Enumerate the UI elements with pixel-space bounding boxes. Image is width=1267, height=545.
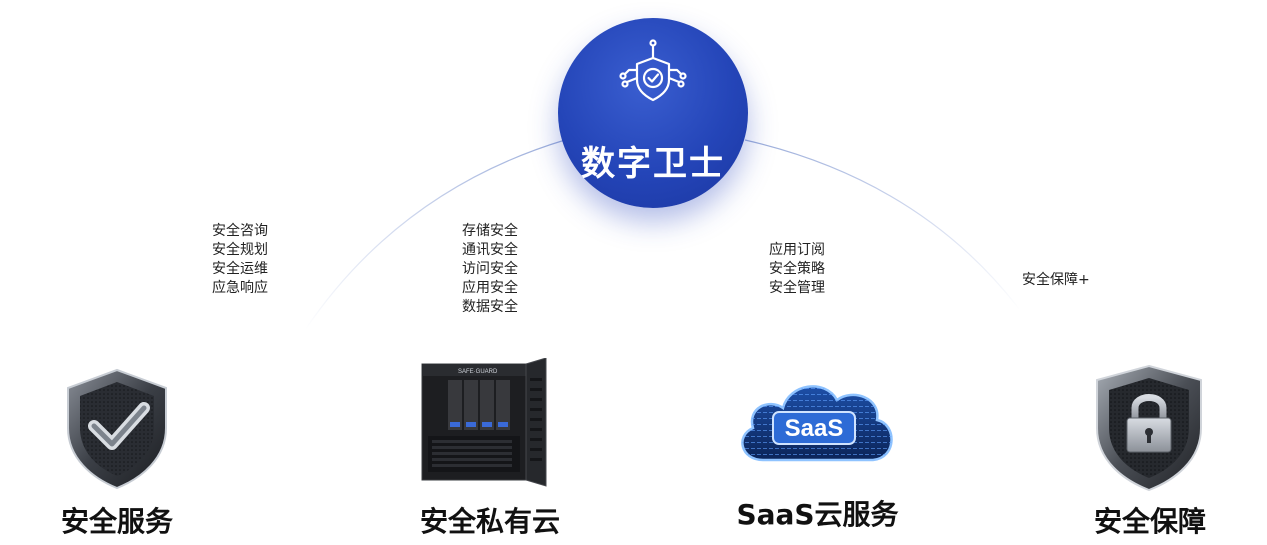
saas-items: 应用订阅 安全策略 安全管理: [757, 241, 837, 298]
product-title-security-service: 安全服务: [60, 505, 173, 538]
shield-checkmark-icon: [67, 368, 167, 490]
list-item: 安全咨询: [212, 223, 268, 239]
hub-title: 数字卫士: [581, 144, 725, 184]
private-cloud-items: 存储安全 通讯安全 访问安全 应用安全 数据安全: [450, 222, 530, 317]
list-item: 安全保障+: [1022, 272, 1090, 288]
list-item: 存储安全: [462, 223, 518, 239]
list-item: 安全规划: [212, 242, 268, 258]
list-item: 安全管理: [769, 280, 825, 296]
hub-emblem: 数字卫士: [558, 18, 748, 208]
product-title-assurance: 安全保障: [1093, 505, 1206, 538]
service-items: 安全咨询 安全规划 安全运维 应急响应: [200, 222, 280, 298]
list-item: 安全运维: [212, 261, 268, 277]
server-label: SAFE·GUARD: [458, 369, 498, 375]
list-item: 应急响应: [212, 280, 268, 296]
product-title-saas: SaaS云服务: [736, 498, 899, 531]
list-item: 访问安全: [462, 261, 518, 277]
cloud-label: SaaS: [785, 415, 844, 442]
list-item: 安全策略: [769, 261, 825, 277]
assurance-items: 安全保障+: [1022, 271, 1112, 290]
right-arc: [744, 139, 1021, 311]
product-title-private-cloud: 安全私有云: [419, 505, 560, 538]
server-chassis-icon: SAFE·GUARD: [421, 358, 547, 487]
shield-check-circuit-icon: [619, 39, 687, 102]
saas-cloud-icon: SaaS: [741, 385, 893, 462]
list-item: 应用订阅: [769, 242, 825, 258]
list-item: 数据安全: [462, 299, 518, 315]
shield-padlock-icon: [1096, 364, 1202, 492]
list-item: 通讯安全: [462, 242, 518, 258]
left-arc: [304, 139, 566, 331]
list-item: 应用安全: [462, 280, 518, 296]
